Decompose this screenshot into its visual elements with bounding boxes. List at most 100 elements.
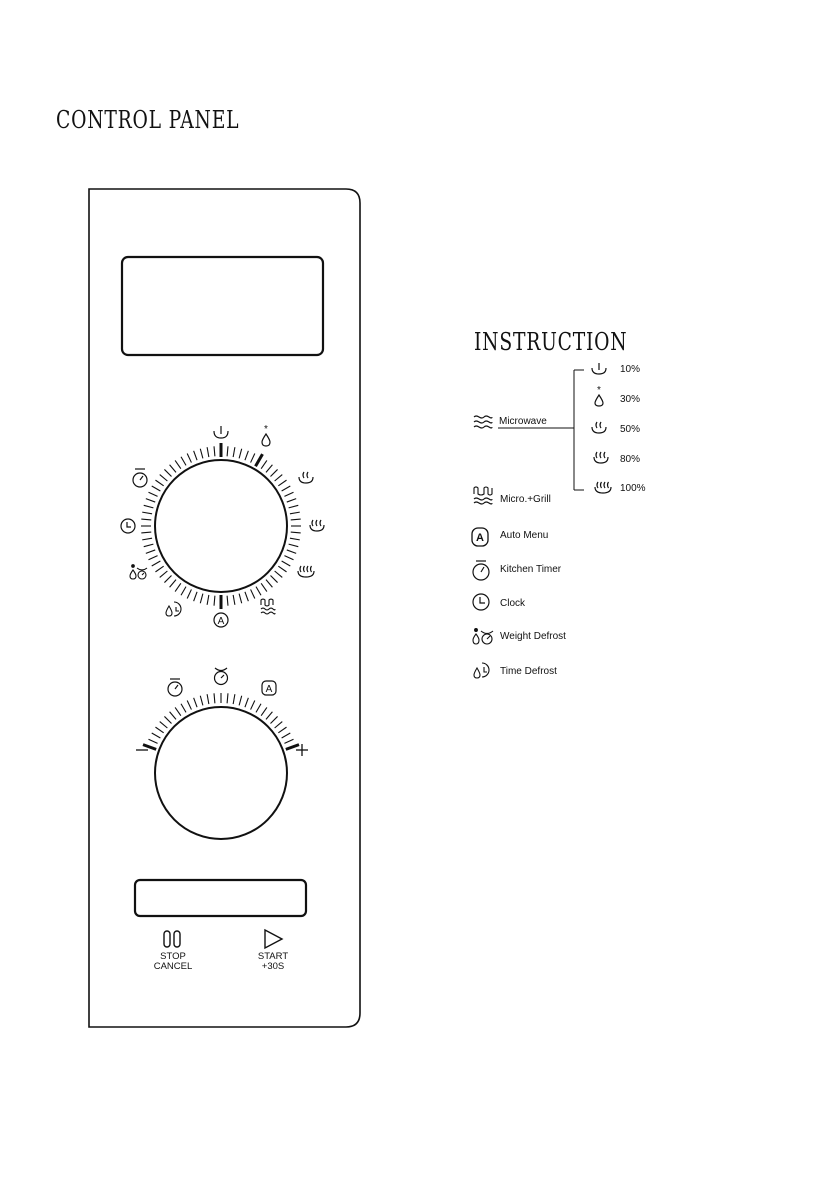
- kitchen-timer-icon: [473, 561, 489, 580]
- dial-tick: [164, 716, 171, 723]
- micro-grill-label: Micro.+Grill: [500, 494, 551, 505]
- time-display-strip: [135, 880, 306, 916]
- dial-tick: [194, 592, 197, 601]
- dial-tick: [290, 538, 300, 540]
- dial-tick: [289, 505, 299, 508]
- dial-tick: [155, 727, 163, 733]
- dial-tick: [214, 693, 215, 703]
- kitchen-timer-icon: [133, 469, 147, 487]
- power-30-icon: *: [595, 385, 603, 406]
- power-10-icon: [214, 426, 228, 438]
- dial-tick: [239, 449, 242, 459]
- power-50-icon: [592, 422, 606, 433]
- time-defrost-icon: [166, 602, 181, 616]
- power-level-100: 100%: [620, 483, 646, 494]
- dial-tick: [187, 453, 191, 462]
- stop-cancel-button-icon: [164, 931, 180, 947]
- dial-tick: [181, 457, 186, 466]
- dial-tick: [261, 460, 267, 468]
- dial-tick: [266, 712, 272, 720]
- power-level-80: 80%: [620, 454, 640, 465]
- dial-tick: [270, 716, 277, 723]
- dial-tick: [144, 544, 154, 547]
- dial-tick: [164, 575, 171, 582]
- dial-tick: [284, 556, 293, 560]
- dial-tick: [261, 583, 267, 591]
- dial-tick: [233, 447, 235, 457]
- dial-tick: [270, 575, 277, 582]
- dial-tick: [152, 733, 161, 738]
- dial-tick: [194, 698, 197, 707]
- dial-tick: [256, 454, 263, 466]
- microwave-label: Microwave: [499, 416, 547, 427]
- start-button-icon: [265, 930, 282, 948]
- dial-tick: [282, 486, 291, 491]
- dial-tick: [148, 492, 157, 496]
- dial-tick: [287, 550, 296, 553]
- stop-cancel-button[interactable]: STOP CANCEL: [143, 952, 203, 972]
- dial-tick: [251, 589, 255, 598]
- adjust-dial-knob[interactable]: [155, 707, 287, 839]
- dial-tick: [239, 696, 242, 706]
- dial-tick: [227, 446, 228, 456]
- dial-tick: [266, 580, 272, 588]
- dial-tick: [282, 733, 291, 738]
- dial-tick: [275, 722, 283, 728]
- dial-tick: [160, 722, 168, 728]
- power-level-50: 50%: [620, 424, 640, 435]
- weight-timer-icon: [215, 668, 228, 685]
- dial-tick: [207, 447, 209, 457]
- auto-menu-icon: A: [214, 613, 228, 627]
- auto-menu-icon: A: [472, 528, 488, 546]
- dial-tick: [146, 499, 155, 502]
- dial-tick: [233, 595, 235, 605]
- dial-tick: [170, 465, 176, 473]
- dial-tick: [207, 595, 209, 605]
- power-80-icon: [310, 520, 324, 531]
- dial-tick: [170, 580, 176, 588]
- dial-tick: [256, 704, 261, 713]
- dial-tick: [146, 550, 155, 553]
- power-dial-knob[interactable]: [155, 460, 287, 592]
- dial-tick: [245, 451, 248, 460]
- dial-tick: [245, 592, 248, 601]
- dial-tick: [155, 480, 163, 486]
- dial-tick: [287, 499, 296, 502]
- dial-tick: [187, 589, 191, 598]
- dial-tick: [251, 700, 255, 709]
- dial-tick: [187, 700, 191, 709]
- dial-tick: [270, 469, 277, 476]
- micro-grill-icon: [261, 599, 275, 614]
- start-button[interactable]: START +30S: [243, 952, 303, 972]
- dial-tick: [284, 492, 293, 496]
- power-level-30: 30%: [620, 394, 640, 405]
- kitchen-timer-icon: [168, 679, 182, 696]
- power-80-icon: [594, 452, 608, 463]
- dial-tick: [214, 596, 215, 606]
- power-level-10: 10%: [620, 364, 640, 375]
- cancel-label: CANCEL: [143, 962, 203, 972]
- dial-tick: [181, 587, 186, 596]
- kitchen-timer-label: Kitchen Timer: [500, 564, 561, 575]
- dial-tick: [291, 519, 301, 520]
- weight-defrost-label: Weight Defrost: [500, 631, 566, 642]
- power-30-icon: *: [262, 424, 270, 446]
- dial-tick: [278, 727, 286, 733]
- panel-outline: [89, 189, 360, 1027]
- dial-tick: [141, 532, 151, 533]
- dial-tick: [207, 694, 209, 704]
- clock-label: Clock: [500, 598, 525, 609]
- weight-defrost-icon: [473, 629, 493, 644]
- dial-tick: [291, 532, 301, 533]
- dial-tick: [261, 707, 267, 715]
- dial-tick: [143, 745, 156, 750]
- dial-tick: [181, 704, 186, 713]
- dial-tick: [200, 449, 203, 459]
- dial-tick: [160, 475, 168, 481]
- dial-tick: [284, 739, 293, 743]
- dial-tick: [175, 583, 181, 591]
- dial-tick: [289, 544, 299, 547]
- dial-tick: [152, 561, 161, 566]
- dial-tick: [160, 571, 168, 577]
- dial-tick: [239, 594, 242, 604]
